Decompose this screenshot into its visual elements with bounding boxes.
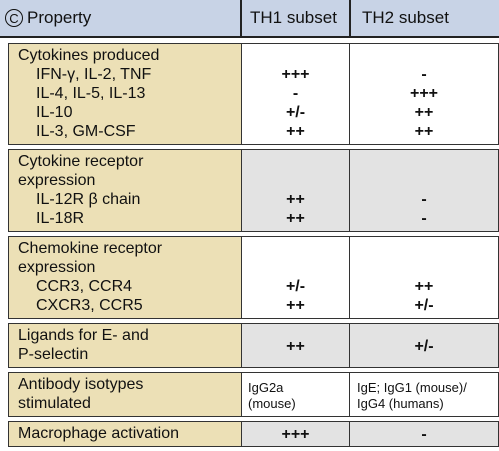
property-item: CXCR3, CCR5 [36, 297, 143, 314]
table-row-macrophage-activation: Macrophage activation +++ - [8, 421, 499, 447]
th2-value: +/- [414, 297, 434, 314]
header-property: C Property [0, 0, 240, 36]
property-item: IFN-γ, IL-2, TNF [36, 66, 152, 83]
th1-value: ++ [286, 297, 305, 314]
th2-value: ++ [414, 104, 434, 121]
th2-value: ++ [414, 123, 434, 140]
th1-value: +/- [285, 104, 306, 121]
th1-value [242, 258, 349, 277]
property-item: IL-10 [36, 104, 73, 121]
th2-value: ++ [414, 278, 434, 295]
property-item: CCR3, CCR4 [36, 278, 133, 295]
table-row-selectin-ligands: Ligands for E- and P-selectin ++ +/- [8, 323, 499, 368]
property-heading: Chemokine receptor [18, 240, 163, 257]
property-cell: Antibody isotypes stimulated [9, 373, 242, 416]
th2-value: - [421, 191, 427, 208]
th1-value [242, 239, 349, 258]
th2-cell: IgE; IgG1 (mouse)/ IgG4 (humans) [350, 373, 498, 416]
th2-value [350, 152, 498, 171]
th2-value: - [421, 426, 427, 443]
th1-value: - [292, 85, 299, 102]
th2-value [350, 46, 498, 65]
th2-value [350, 171, 498, 190]
property-heading: expression [18, 172, 96, 189]
th1-value: ++ [286, 210, 305, 227]
table-row-cytokine-receptor: Cytokine receptor expression IL-12R β ch… [8, 149, 499, 232]
th1-cell: IgG2a (mouse) [242, 373, 350, 416]
th1-value: +++ [281, 66, 310, 83]
th1-value [242, 46, 349, 65]
th2-cell: - [350, 422, 498, 446]
th2-value: - [421, 210, 427, 227]
header-th1: TH1 subset [240, 0, 349, 36]
header-th1-label: TH1 subset [250, 8, 337, 27]
property-heading: Macrophage activation [18, 425, 179, 442]
panel-label-badge: C [5, 9, 23, 27]
property-heading: stimulated [18, 395, 91, 412]
th2-cell: +/- [350, 324, 498, 367]
th1-value [242, 152, 349, 171]
th2-value: +++ [409, 85, 439, 102]
property-heading: expression [18, 259, 96, 276]
property-heading: P-selectin [18, 346, 89, 363]
property-item: IL-3, GM-CSF [36, 123, 136, 140]
th1-value: ++ [286, 191, 305, 208]
comparison-table: Cytokines produced IFN-γ, IL-2, TNF IL-4… [8, 43, 499, 451]
table-row-antibody-isotypes: Antibody isotypes stimulated IgG2a (mous… [8, 372, 499, 417]
table-row-cytokines-produced: Cytokines produced IFN-γ, IL-2, TNF IL-4… [8, 43, 499, 145]
property-item: IL-18R [36, 210, 85, 227]
th2-value: IgE; IgG1 (mouse)/ IgG4 (humans) [357, 380, 467, 411]
property-cell: Macrophage activation [9, 422, 242, 446]
th1-value: +++ [281, 426, 310, 443]
th1-value: ++ [286, 337, 305, 355]
th1-cell: ++ [242, 324, 350, 367]
table-header: C Property TH1 subset TH2 subset [0, 0, 499, 38]
property-item: IL-12R β chain [36, 191, 141, 208]
th2-value: - [421, 66, 427, 83]
th1-value [242, 171, 349, 190]
th2-value [350, 258, 498, 277]
header-th2-label: TH2 subset [362, 8, 449, 27]
property-cell: Cytokine receptor expression IL-12R β ch… [9, 150, 242, 231]
th1-cell: +++ - +/- ++ [242, 44, 350, 144]
table-row-chemokine-receptor: Chemokine receptor expression CCR3, CCR4… [8, 236, 499, 319]
property-cell: Ligands for E- and P-selectin [9, 324, 242, 367]
property-item: IL-4, IL-5, IL-13 [36, 85, 146, 102]
property-heading: Cytokines produced [18, 47, 160, 64]
th1-value: ++ [286, 123, 305, 140]
property-heading: Antibody isotypes [18, 376, 144, 393]
th2-value [350, 239, 498, 258]
th1-cell: +++ [242, 422, 350, 446]
th2-cell: - +++ ++ ++ [350, 44, 498, 144]
th1-value: +/- [285, 278, 306, 295]
th2-cell: ++ +/- [350, 237, 498, 318]
th1-cell: ++ ++ [242, 150, 350, 231]
th2-value: +/- [414, 337, 434, 355]
header-th2: TH2 subset [349, 0, 499, 36]
th2-cell: - - [350, 150, 498, 231]
th1-cell: +/- ++ [242, 237, 350, 318]
property-heading: Cytokine receptor [18, 153, 144, 170]
property-heading: Ligands for E- and [18, 327, 149, 344]
property-cell: Cytokines produced IFN-γ, IL-2, TNF IL-4… [9, 44, 242, 144]
property-cell: Chemokine receptor expression CCR3, CCR4… [9, 237, 242, 318]
header-property-label: Property [27, 8, 92, 27]
th1-value: IgG2a (mouse) [248, 380, 296, 411]
